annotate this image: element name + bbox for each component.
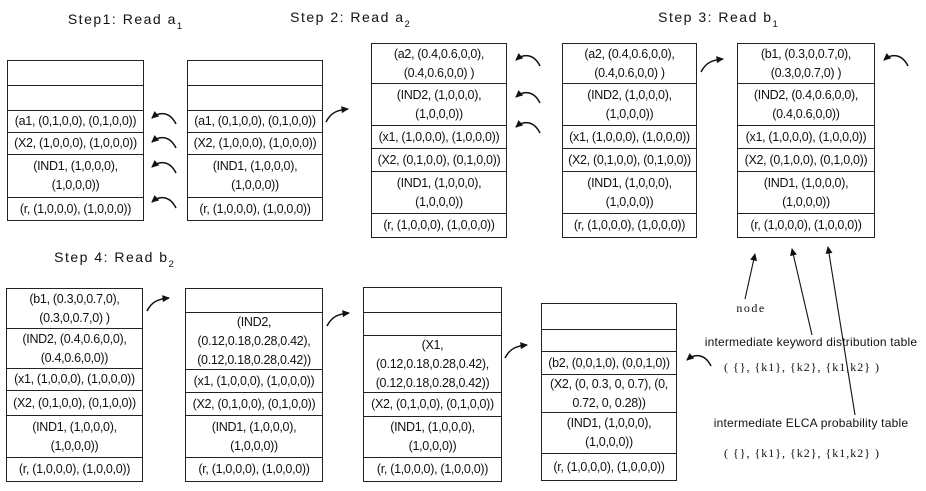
table-row: (X2, (0,1,0,0), (0,1,0,0)) (7, 391, 142, 416)
table-row: (X2, (1,0,0,0), (1,0,0,0)) (188, 133, 322, 155)
table-row: (x1, (1,0,0,0), (1,0,0,0)) (372, 126, 506, 149)
table-row: (r, (1,0,0,0), (1,0,0,0)) (383, 218, 495, 232)
table-row (364, 288, 501, 313)
table-row: (IND1, (1,0,0,0), (1,0,0,0)) (738, 172, 874, 214)
table-row: (r, (1,0,0,0), (1,0,0,0)) (573, 218, 686, 232)
elca-table-label: intermediate ELCA probability table (713, 416, 909, 430)
step-title-subscript: 2 (168, 258, 174, 270)
keyword-table-pointer-arrow (790, 248, 813, 336)
table-row: (b1, (0.3,0,0.7,0), (0.3,0,0.7,0) ) (738, 44, 874, 84)
table-row: (X2, (0,1,0,0), (0,1,0,0)) (738, 149, 874, 172)
update-arrow-icon (151, 111, 177, 125)
table-step4-intermediate-2: (X1, (0.12,0.18,0.28,0.42), (0.12,0.18,0… (363, 287, 502, 482)
table-row: (x1, (1,0,0,0), (1,0,0,0)) (563, 126, 696, 149)
step-title-text: Step1: Read a (67, 11, 177, 27)
step4-title: Step 4: Read b2 (29, 249, 199, 270)
table-row: (IND1, (1,0,0,0), (1,0,0,0)) (8, 155, 143, 198)
table-row (364, 313, 501, 336)
table-row: (r, (1,0,0,0), (1,0,0,0)) (750, 218, 862, 232)
keyword-table-label: intermediate keyword distribution table (704, 335, 918, 349)
table-row: (IND2, (0.12,0.18,0.28,0.42), (0.12,0.18… (186, 313, 322, 370)
table-row: (IND1, (1,0,0,0), (1,0,0,0)) (188, 155, 322, 198)
flow-arrow-icon (325, 106, 349, 123)
table-step4-source: (b1, (0.3,0,0.7,0), (0.3,0,0.7,0) ) (IND… (6, 288, 143, 482)
table-step3-source: (a2, (0.4,0.6,0,0), (0.4,0.6,0,0) ) (IND… (562, 43, 697, 238)
table-row: (IND2, (0.4,0.6,0,0), (0.4,0.6,0,0)) (738, 84, 874, 126)
elca-table-pointer-arrow (825, 246, 856, 416)
table-row: (x1, (1,0,0,0), (1,0,0,0)) (186, 370, 322, 393)
node-pointer-arrow (744, 253, 758, 300)
step3-title: Step 3: Read b1 (633, 9, 803, 30)
table-row: (b2, (0,0,1,0), (0,0,1,0)) (542, 352, 676, 375)
table-row: (r, (1,0,0,0), (1,0,0,0)) (19, 201, 132, 216)
table-row: (a1, (0,1,0,0), (0,1,0,0)) (188, 111, 322, 133)
table-row: (IND2, (0.4,0.6,0,0), (0.4,0.6,0,0)) (7, 329, 142, 369)
table-row (188, 86, 322, 111)
table-step2-result: (a2, (0.4,0.6,0,0), (0.4,0.6,0,0) ) (IND… (371, 43, 507, 238)
table-row (186, 289, 322, 313)
update-arrow-icon (151, 135, 177, 149)
step-title-text: Step 4: Read b (54, 249, 169, 265)
annotation-arrows (744, 246, 856, 416)
flow-arrow-icon (146, 295, 170, 312)
flow-arrow-icon (504, 342, 528, 359)
table-row: (IND1, (1,0,0,0), (1,0,0,0)) (7, 416, 142, 458)
table-row (542, 304, 676, 330)
table-row: (IND1, (1,0,0,0), (1,0,0,0)) (542, 413, 676, 454)
table-row: (r, (1,0,0,0), (1,0,0,0)) (553, 459, 665, 474)
table-step4-intermediate-1: (IND2, (0.12,0.18,0.28,0.42), (0.12,0.18… (185, 288, 323, 482)
table-step2-source: (a1, (0,1,0,0), (0,1,0,0)) (X2, (1,0,0,0… (187, 60, 323, 221)
table-row: (IND1, (1,0,0,0), (1,0,0,0)) (186, 416, 322, 458)
table-row: (IND2, (1,0,0,0), (1,0,0,0)) (563, 84, 696, 126)
update-arrow-icon (515, 120, 541, 134)
table-row: (r, (1,0,0,0), (1,0,0,0)) (376, 462, 489, 476)
table-row: (r, (1,0,0,0), (1,0,0,0)) (198, 462, 310, 476)
flow-arrow-icon (326, 310, 350, 327)
table-step3-result: (b1, (0.3,0,0.7,0), (0.3,0,0.7,0) ) (IND… (737, 43, 875, 238)
table-row: (IND1, (1,0,0,0), (1,0,0,0)) (372, 172, 506, 214)
table-row (8, 61, 143, 86)
step-title-text: Step 2: Read a (290, 9, 405, 25)
table-row (188, 61, 322, 86)
table-row: (b1, (0.3,0,0.7,0), (0.3,0,0.7,0) ) (7, 289, 142, 329)
table-row: (a2, (0.4,0.6,0,0), (0.4,0.6,0,0) ) (372, 44, 506, 84)
table-row: (X2, (1,0,0,0), (1,0,0,0)) (8, 133, 143, 155)
elca-table-sets: ( {}, {k1}, {k2}, {k1,k2} ) (723, 446, 881, 460)
table-row: (r, (1,0,0,0), (1,0,0,0)) (18, 462, 131, 476)
table-row: (X2, (0,1,0,0), (0,1,0,0)) (372, 149, 506, 172)
step-title-subscript: 1 (772, 18, 778, 30)
update-arrow-icon (686, 353, 712, 367)
step-title-subscript: 1 (176, 20, 183, 32)
node-label: node (736, 301, 766, 315)
step-title-subscript: 2 (404, 18, 410, 30)
table-row: (a1, (0,1,0,0), (0,1,0,0)) (8, 111, 143, 133)
table-row: (X1, (0.12,0.18,0.28,0.42), (0.12,0.18,0… (364, 336, 501, 393)
update-arrow-icon (151, 195, 177, 209)
table-row: (r, (1,0,0,0), (1,0,0,0)) (199, 201, 311, 216)
update-arrow-icon (515, 53, 541, 67)
table-step4-result: (b2, (0,0,1,0), (0,0,1,0)) (X2, (0, 0.3,… (541, 303, 677, 481)
step-title-text: Step 3: Read b (658, 9, 773, 25)
table-row: (a2, (0.4,0.6,0,0), (0.4,0.6,0,0) ) (563, 44, 696, 84)
step2-title: Step 2: Read a2 (265, 9, 435, 30)
update-arrow-icon (151, 160, 177, 174)
keyword-table-sets: ( {}, {k1}, {k2}, {k1,k2} ) (723, 360, 881, 374)
update-arrow-icon (883, 53, 909, 67)
table-row: (X2, (0,1,0,0), (0,1,0,0)) (364, 393, 501, 417)
table-row (542, 330, 676, 352)
table-row (8, 86, 143, 111)
table-row: (x1, (1,0,0,0), (1,0,0,0)) (7, 369, 142, 391)
table-row: (IND2, (1,0,0,0), (1,0,0,0)) (372, 84, 506, 126)
table-row: (x1, (1,0,0,0), (1,0,0,0)) (738, 126, 874, 149)
update-arrow-icon (515, 90, 541, 104)
step1-title: Step1: Read a1 (40, 11, 210, 32)
table-step1-source: (a1, (0,1,0,0), (0,1,0,0)) (X2, (1,0,0,0… (7, 60, 144, 221)
table-row: (X2, (0,1,0,0), (0,1,0,0)) (563, 149, 696, 172)
table-row: (IND1, (1,0,0,0), (1,0,0,0)) (364, 417, 501, 458)
table-row: (X2, (0, 0.3, 0, 0.7), (0, 0.72, 0, 0.28… (542, 375, 676, 413)
table-row: (X2, (0,1,0,0), (0,1,0,0)) (186, 393, 322, 416)
table-row: (IND1, (1,0,0,0), (1,0,0,0)) (563, 172, 696, 214)
flow-arrow-icon (700, 56, 724, 73)
